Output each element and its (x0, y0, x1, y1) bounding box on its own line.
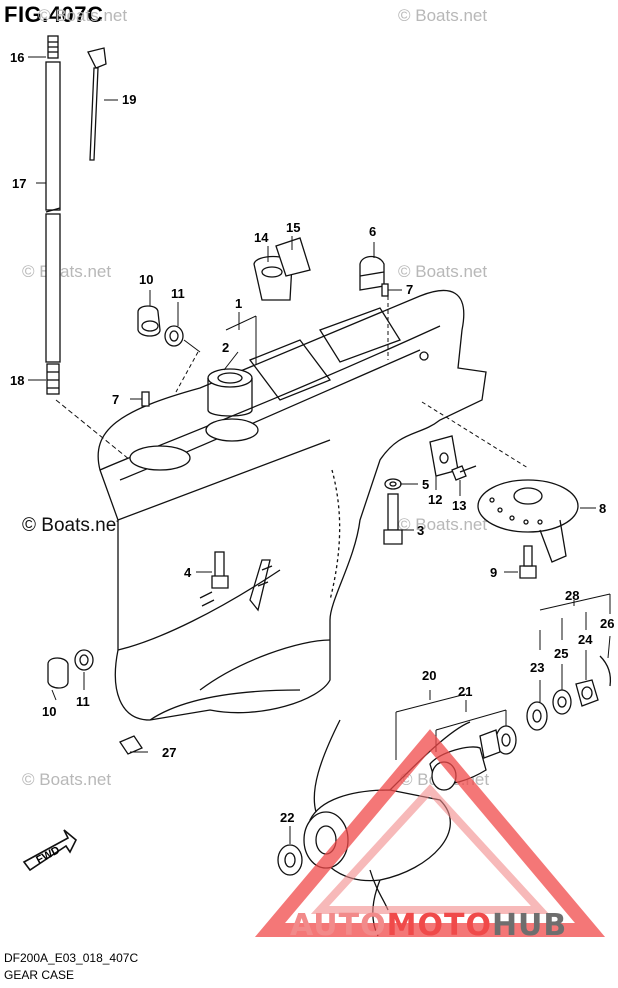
callout-27: 27 (162, 745, 176, 760)
leader-lines (28, 56, 611, 844)
part-6-plug (359, 255, 385, 291)
watermark: © Boats.net (22, 262, 112, 281)
callout-1: 1 (235, 296, 242, 311)
callout-8: 8 (599, 501, 606, 516)
part-5-washer (384, 478, 402, 490)
fwd-label: FWD (34, 844, 62, 866)
callout-11: 11 (76, 694, 90, 709)
watermark-dark: © Boats.net (22, 515, 122, 536)
callout-28: 28 (565, 588, 579, 603)
callout-20: 20 (422, 668, 436, 683)
part-26-cotter-pin (599, 655, 612, 687)
part-24-nut (575, 679, 599, 707)
part-10-plug-upper (137, 305, 161, 337)
part-13-bolt (451, 465, 477, 481)
callout-10: 10 (42, 704, 56, 719)
watermark: © Boats.net (398, 6, 488, 25)
part-11-washer-lower (74, 649, 94, 671)
callout-21: 21 (458, 684, 472, 699)
brand-part-auto: AUTO (290, 908, 387, 943)
callout-16: 16 (10, 50, 24, 65)
callout-15: 15 (286, 220, 300, 235)
part-3-bolt (383, 493, 403, 545)
watermark: © Boats.net (38, 6, 128, 25)
brand-logo-text: AUTOMOTOHUB (290, 908, 567, 943)
callout-10: 10 (139, 272, 153, 287)
callout-9: 9 (490, 565, 497, 580)
callout-18: 18 (10, 373, 24, 388)
part-18-fitting (46, 363, 60, 395)
part-23-washer (526, 701, 548, 731)
callout-22: 22 (280, 810, 294, 825)
callout-6: 6 (369, 224, 376, 239)
callout-25: 25 (554, 646, 568, 661)
callout-7: 7 (112, 392, 119, 407)
part-8-anode (477, 479, 579, 563)
callout-labels: 16 19 17 18 14 15 6 7 10 11 1 2 7 5 12 1… (10, 50, 614, 867)
callout-26: 26 (600, 616, 614, 631)
part-11-washer-upper (164, 325, 184, 347)
part-9-bolt (519, 545, 537, 579)
watermark: © Boats.net (22, 770, 112, 789)
callout-3: 3 (417, 523, 424, 538)
callout-19: 19 (122, 92, 136, 107)
part-20-washer (479, 725, 517, 759)
callout-12: 12 (428, 492, 442, 507)
footer-code: DF200A_E03_018_407C (4, 951, 139, 965)
callout-23: 23 (530, 660, 544, 675)
logo-triangle (254, 729, 606, 937)
callout-11: 11 (171, 286, 185, 301)
callout-17: 17 (12, 176, 26, 191)
callout-5: 5 (422, 477, 429, 492)
part-27-anode-small (119, 735, 143, 755)
part-7-pin-left (141, 391, 150, 407)
part-2-housing (207, 368, 253, 417)
watermark: © Boats.net (398, 515, 488, 534)
part-25-washer (552, 689, 572, 715)
brand-part-moto: MOTO (386, 908, 492, 943)
part-16-cap (47, 35, 59, 59)
gear-case-body (97, 289, 487, 721)
part-19-cable-tie (87, 47, 107, 161)
callout-13: 13 (452, 498, 466, 513)
fwd-arrow (22, 829, 77, 872)
part-10-plug-lower (47, 657, 69, 689)
callout-7: 7 (406, 282, 413, 297)
footer-caption: GEAR CASE (4, 968, 75, 982)
part-22-bushing (277, 844, 303, 876)
figure-title: FIG.407C (4, 2, 104, 27)
callout-24: 24 (578, 632, 593, 647)
watermark: © Boats.net (398, 262, 488, 281)
callout-14: 14 (254, 230, 269, 245)
brand-part-hub: HUB (491, 908, 568, 943)
part-7-pin-upper (381, 283, 389, 297)
callout-4: 4 (184, 565, 192, 580)
part-4-bolt (211, 551, 229, 589)
callout-2: 2 (222, 340, 229, 355)
part-17-rod (45, 61, 61, 363)
